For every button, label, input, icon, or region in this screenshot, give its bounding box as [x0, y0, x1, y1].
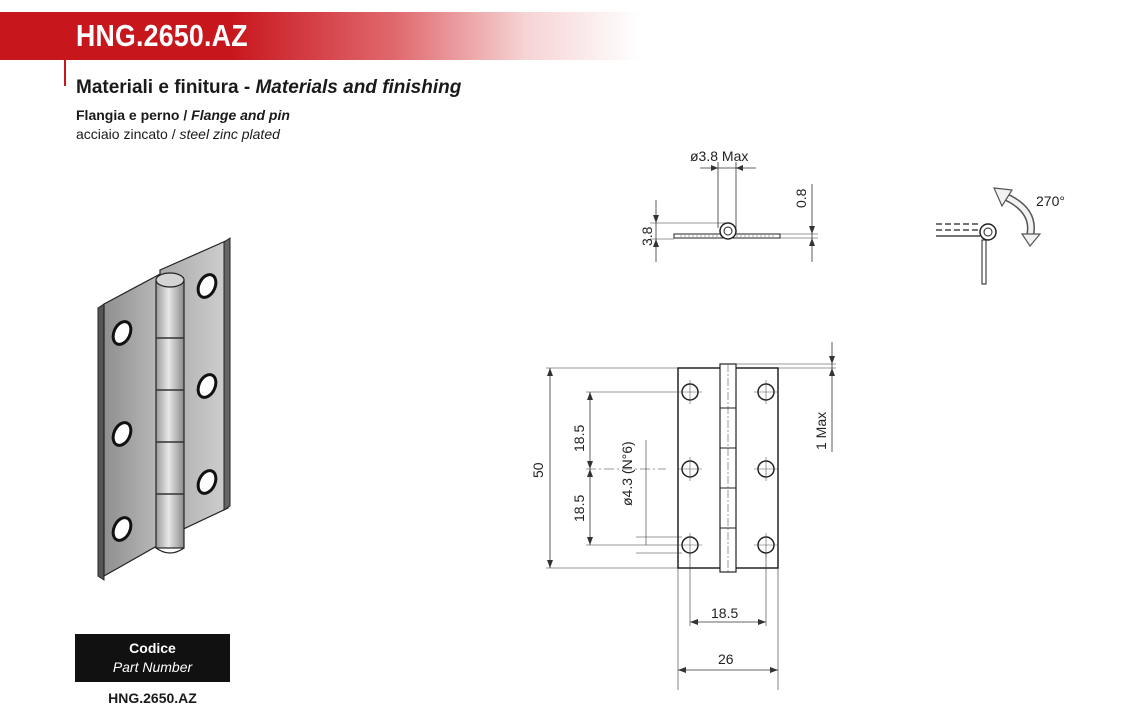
- materials-heading: Materiali e finitura - Materials and fin…: [76, 77, 461, 99]
- hole-pitch-lower-label: 18.5: [571, 495, 587, 522]
- thickness-label: 0.8: [793, 188, 809, 208]
- total-width-label: 26: [718, 651, 734, 667]
- part-number-box: Codice Part Number: [75, 634, 230, 682]
- flange-title: Flangia e perno / Flange and pin: [76, 107, 290, 123]
- rotation-angle-label: 270°: [1036, 193, 1065, 209]
- part-number-value: HNG.2650.AZ: [108, 690, 197, 706]
- materials-heading-it: Materiali e finitura -: [76, 77, 251, 98]
- hole-spacing-horizontal-label: 18.5: [711, 605, 738, 621]
- pin-diameter-label: ø3.8 Max: [690, 148, 748, 164]
- knuckle-height-label: 3.8: [639, 226, 655, 246]
- flange-description: acciaio zincato / steel zinc plated: [76, 126, 280, 142]
- hinge-3d-illustration: [97, 237, 231, 581]
- pin-protrusion-label: 1 Max: [813, 412, 829, 450]
- flange-title-en: Flange and pin: [191, 107, 290, 123]
- flange-desc-it: acciaio zincato /: [76, 126, 176, 142]
- header-bar: [0, 12, 640, 60]
- part-number-label-en: Part Number: [112, 659, 193, 675]
- flange-title-it: Flangia e perno /: [76, 107, 188, 123]
- product-code-title: HNG.2650.AZ: [76, 18, 248, 53]
- hole-spec-label: ø4.3 (N°6): [619, 441, 635, 506]
- total-height-label: 50: [530, 462, 546, 478]
- hole-pitch-upper-label: 18.5: [571, 425, 587, 452]
- red-divider: [64, 60, 66, 86]
- materials-heading-en: Materials and finishing: [255, 77, 462, 98]
- part-number-label-it: Codice: [129, 640, 176, 656]
- flange-desc-en: steel zinc plated: [179, 126, 280, 142]
